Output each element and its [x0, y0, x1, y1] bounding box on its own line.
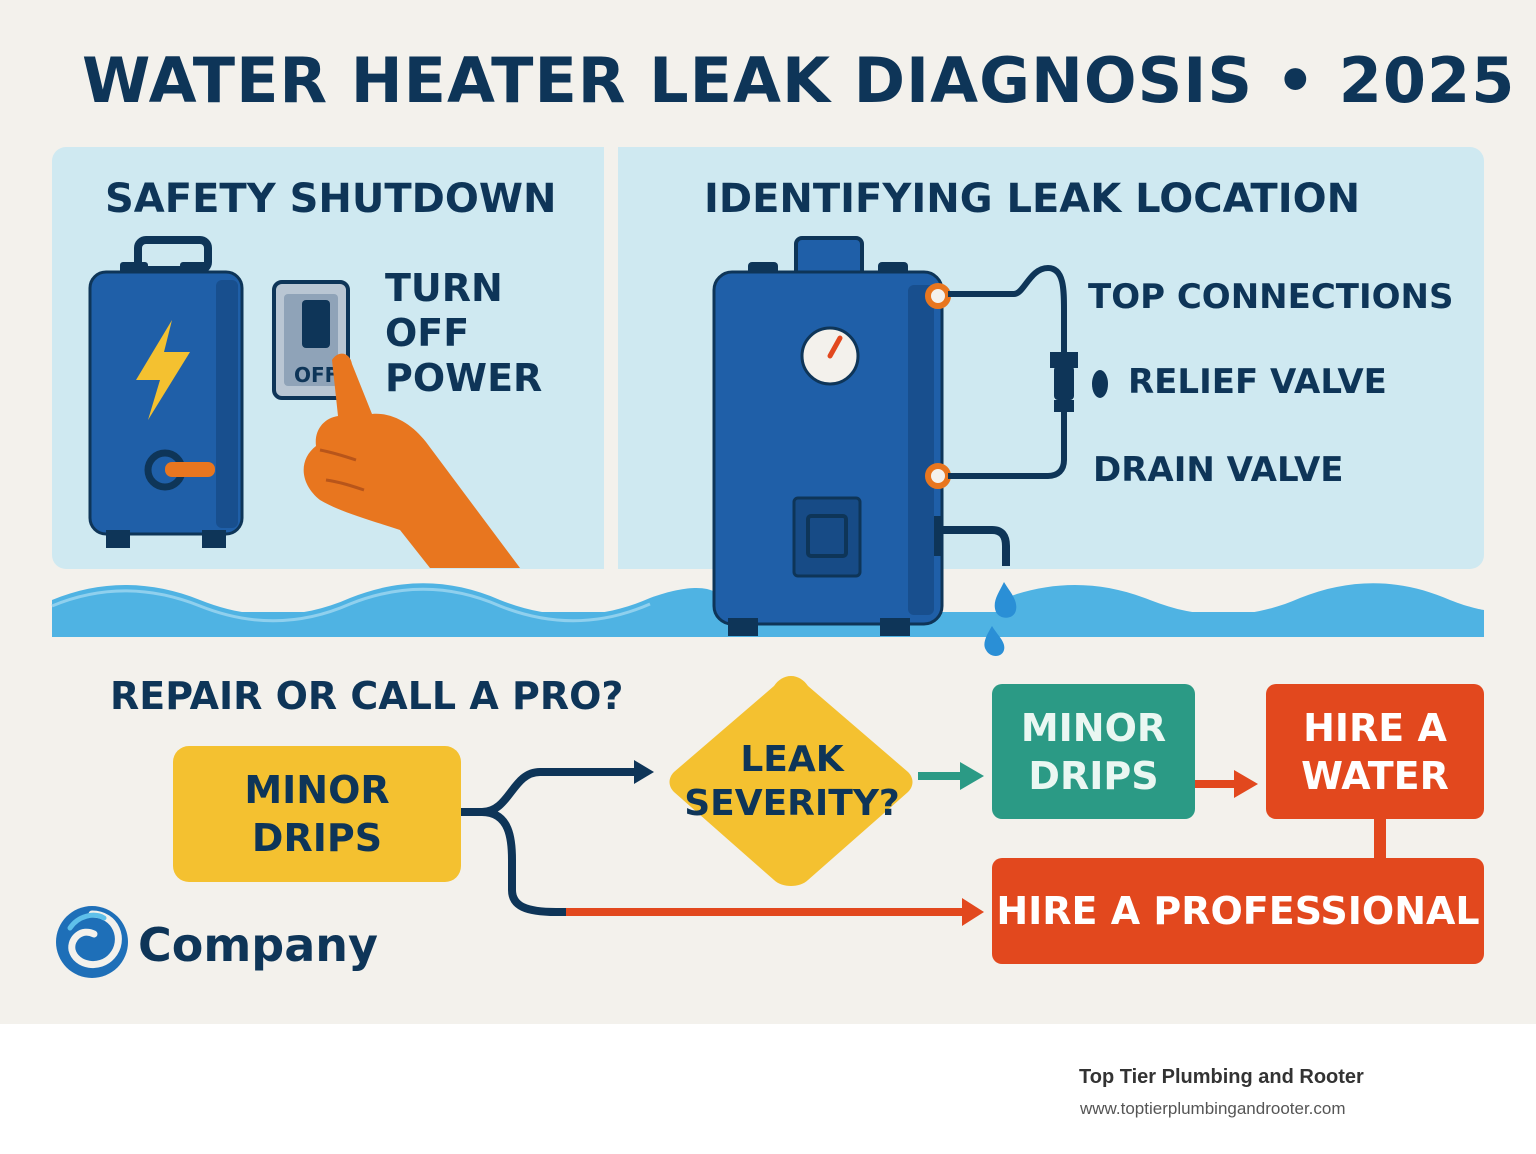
hire-professional-box: HIRE A PROFESSIONAL [992, 858, 1484, 964]
swirl-logo-icon [56, 906, 128, 978]
box-line: DRIPS [251, 816, 383, 860]
water-drop-icon [984, 626, 1005, 656]
minor-drips-start-box: MINOR DRIPS [173, 746, 461, 882]
water-drop-icon [994, 582, 1017, 618]
footer-url[interactable]: www.toptierplumbingandrooter.com [1080, 1099, 1346, 1118]
infographic: WATER HEATER LEAK DIAGNOSIS • 2025 [0, 0, 1536, 1024]
small-water-heater-icon [88, 236, 244, 548]
instruction-line: POWER [385, 356, 543, 400]
large-water-heater-icon [712, 236, 1108, 656]
box-line: WATER [1301, 753, 1449, 798]
company-logo-text: Company [138, 918, 378, 972]
top-connections-label: TOP CONNECTIONS [1088, 277, 1454, 317]
switch-off-label: OFF [294, 363, 338, 387]
safety-heading: SAFETY SHUTDOWN [105, 176, 557, 222]
minor-drips-outcome-box: MINOR DRIPS [992, 684, 1195, 819]
decision-line: LEAK [740, 739, 844, 780]
repair-heading: REPAIR OR CALL A PRO? [110, 674, 624, 718]
footer-company-name: Top Tier Plumbing and Rooter [1079, 1066, 1364, 1088]
drain-valve-label: DRAIN VALVE [1093, 450, 1344, 490]
page-title: WATER HEATER LEAK DIAGNOSIS • 2025 [82, 44, 1516, 117]
hand-pointing-icon [303, 353, 520, 568]
top-connection-marker [925, 283, 951, 309]
hire-water-box: HIRE A WATER [1266, 684, 1484, 819]
decision-diamond [669, 676, 913, 886]
drain-valve-marker [925, 463, 951, 489]
turn-off-power-text: TURN OFF POWER [385, 266, 542, 401]
power-switch-icon: OFF [272, 280, 350, 400]
box-line: DRIPS [1028, 753, 1159, 798]
decision-line: SEVERITY? [684, 783, 900, 824]
box-line: MINOR [1020, 705, 1167, 750]
identify-heading: IDENTIFYING LEAK LOCATION [704, 176, 1361, 222]
lightning-bolt-icon [136, 320, 190, 420]
box-line: MINOR [244, 768, 390, 812]
instruction-line: OFF [385, 311, 470, 355]
relief-valve-label: RELIEF VALVE [1128, 362, 1387, 402]
instruction-line: TURN [385, 266, 503, 310]
flowchart-connectors [461, 760, 1386, 926]
box-line: HIRE A [1303, 705, 1447, 750]
box-line: HIRE A PROFESSIONAL [996, 889, 1480, 933]
relief-valve-icon [1054, 366, 1074, 400]
leak-severity-label: LEAK SEVERITY? [666, 727, 918, 837]
illustration-layer: OFF [51, 236, 1484, 978]
